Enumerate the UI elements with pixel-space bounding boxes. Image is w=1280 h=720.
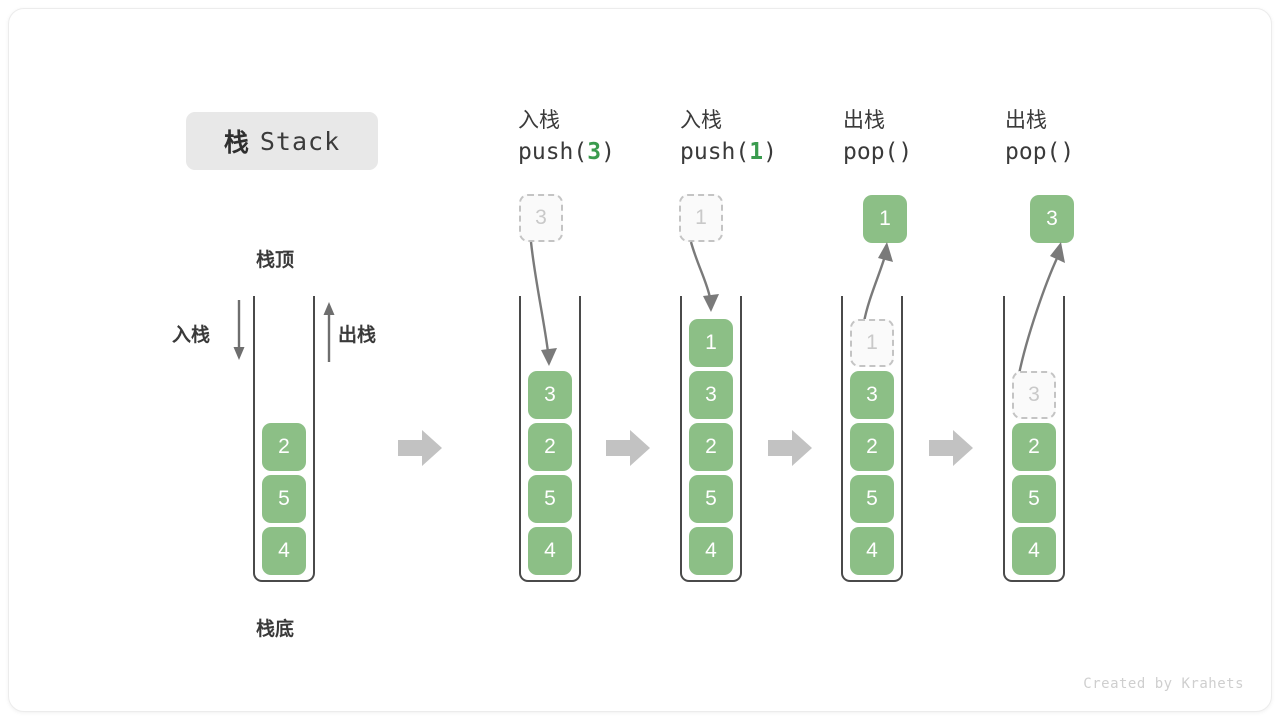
stage-3-code: pop() [843,136,912,168]
stage-2-code: push(1) [680,136,777,168]
title-cn: 栈 [223,129,250,157]
stage-3-op-label: 出栈 [843,109,885,132]
stage-1-floating-cell: 3 [519,194,563,242]
push-direction-arrow-icon [233,300,245,360]
stage-3-cell: 4 [850,527,894,575]
base-stack-container [253,296,315,582]
base-stack-cell: 2 [262,423,306,471]
stage-4-op-label: 出栈 [1005,109,1047,132]
title-en: Stack [259,126,341,156]
stage-1-push-arrow-icon [529,241,557,366]
stage-3-cell: 3 [850,371,894,419]
stage-1-cell: 5 [528,475,572,523]
stage-4-code-prefix: pop( [1005,139,1061,165]
base-stack-cell: 5 [262,475,306,523]
stage-2-op-label: 入栈 [680,109,722,132]
stage-3-pop-arrow-icon [862,242,893,323]
diagram-title-badge: 栈 Stack [186,112,378,170]
stage-1-cell: 2 [528,423,572,471]
stage-2-cell: 1 [689,319,733,367]
base-stack-cell: 4 [262,527,306,575]
stage-1-code: push(3) [518,136,615,168]
stage-separator-arrow-icon [929,430,973,466]
stage-separator-arrow-icon [606,430,650,466]
stage-1-code-arg: 3 [587,139,602,165]
stage-1-cell: 3 [528,371,572,419]
stage-4-header: 出栈 pop() [1005,106,1074,168]
stage-4-cell: 4 [1012,527,1056,575]
stage-3-cell: 1 [850,319,894,367]
stage-2-stack-container [680,296,742,582]
stage-4-code-suffix: ) [1060,139,1075,165]
stage-3-code-suffix: ) [898,139,913,165]
stage-1-cell: 4 [528,527,572,575]
credit-text: Created by Krahets [1083,676,1244,692]
stage-2-cell: 3 [689,371,733,419]
stage-2-push-arrow-icon [689,241,719,312]
stage-2-header: 入栈 push(1) [680,106,777,168]
stage-1-code-suffix: ) [601,139,615,165]
stage-3-cell: 5 [850,475,894,523]
stage-4-code: pop() [1005,136,1074,168]
stage-1-stack-container [519,296,581,582]
stage-4-pop-arrow-icon [1017,242,1065,375]
stage-2-code-prefix: push( [680,139,750,165]
pop-direction-arrow-icon [323,302,335,362]
stage-2-code-arg: 1 [749,139,764,165]
stage-2-code-suffix: ) [763,139,777,165]
stage-separator-arrow-icon [398,430,442,466]
stage-4-floating-cell: 3 [1030,195,1074,243]
stage-1-op-label: 入栈 [518,109,560,132]
stage-4-stack-container [1003,296,1065,582]
stage-4-cell: 2 [1012,423,1056,471]
stage-1-header: 入栈 push(3) [518,106,615,168]
stage-2-floating-cell: 1 [679,194,723,242]
stage-1-code-prefix: push( [518,139,588,165]
stage-3-header: 出栈 pop() [843,106,912,168]
stage-4-cell: 5 [1012,475,1056,523]
stage-2-cell: 4 [689,527,733,575]
stage-3-cell: 2 [850,423,894,471]
stage-3-floating-cell: 1 [863,195,907,243]
stage-3-stack-container [841,296,903,582]
stage-2-cell: 5 [689,475,733,523]
base-pop-label: 出栈 [338,325,377,346]
stage-4-cell: 3 [1012,371,1056,419]
base-push-label: 入栈 [172,325,211,346]
stage-3-code-prefix: pop( [843,139,899,165]
stage-separator-arrow-icon [768,430,812,466]
stack-top-label: 栈顶 [256,250,295,271]
stage-2-cell: 2 [689,423,733,471]
stack-bottom-label: 栈底 [256,619,295,640]
